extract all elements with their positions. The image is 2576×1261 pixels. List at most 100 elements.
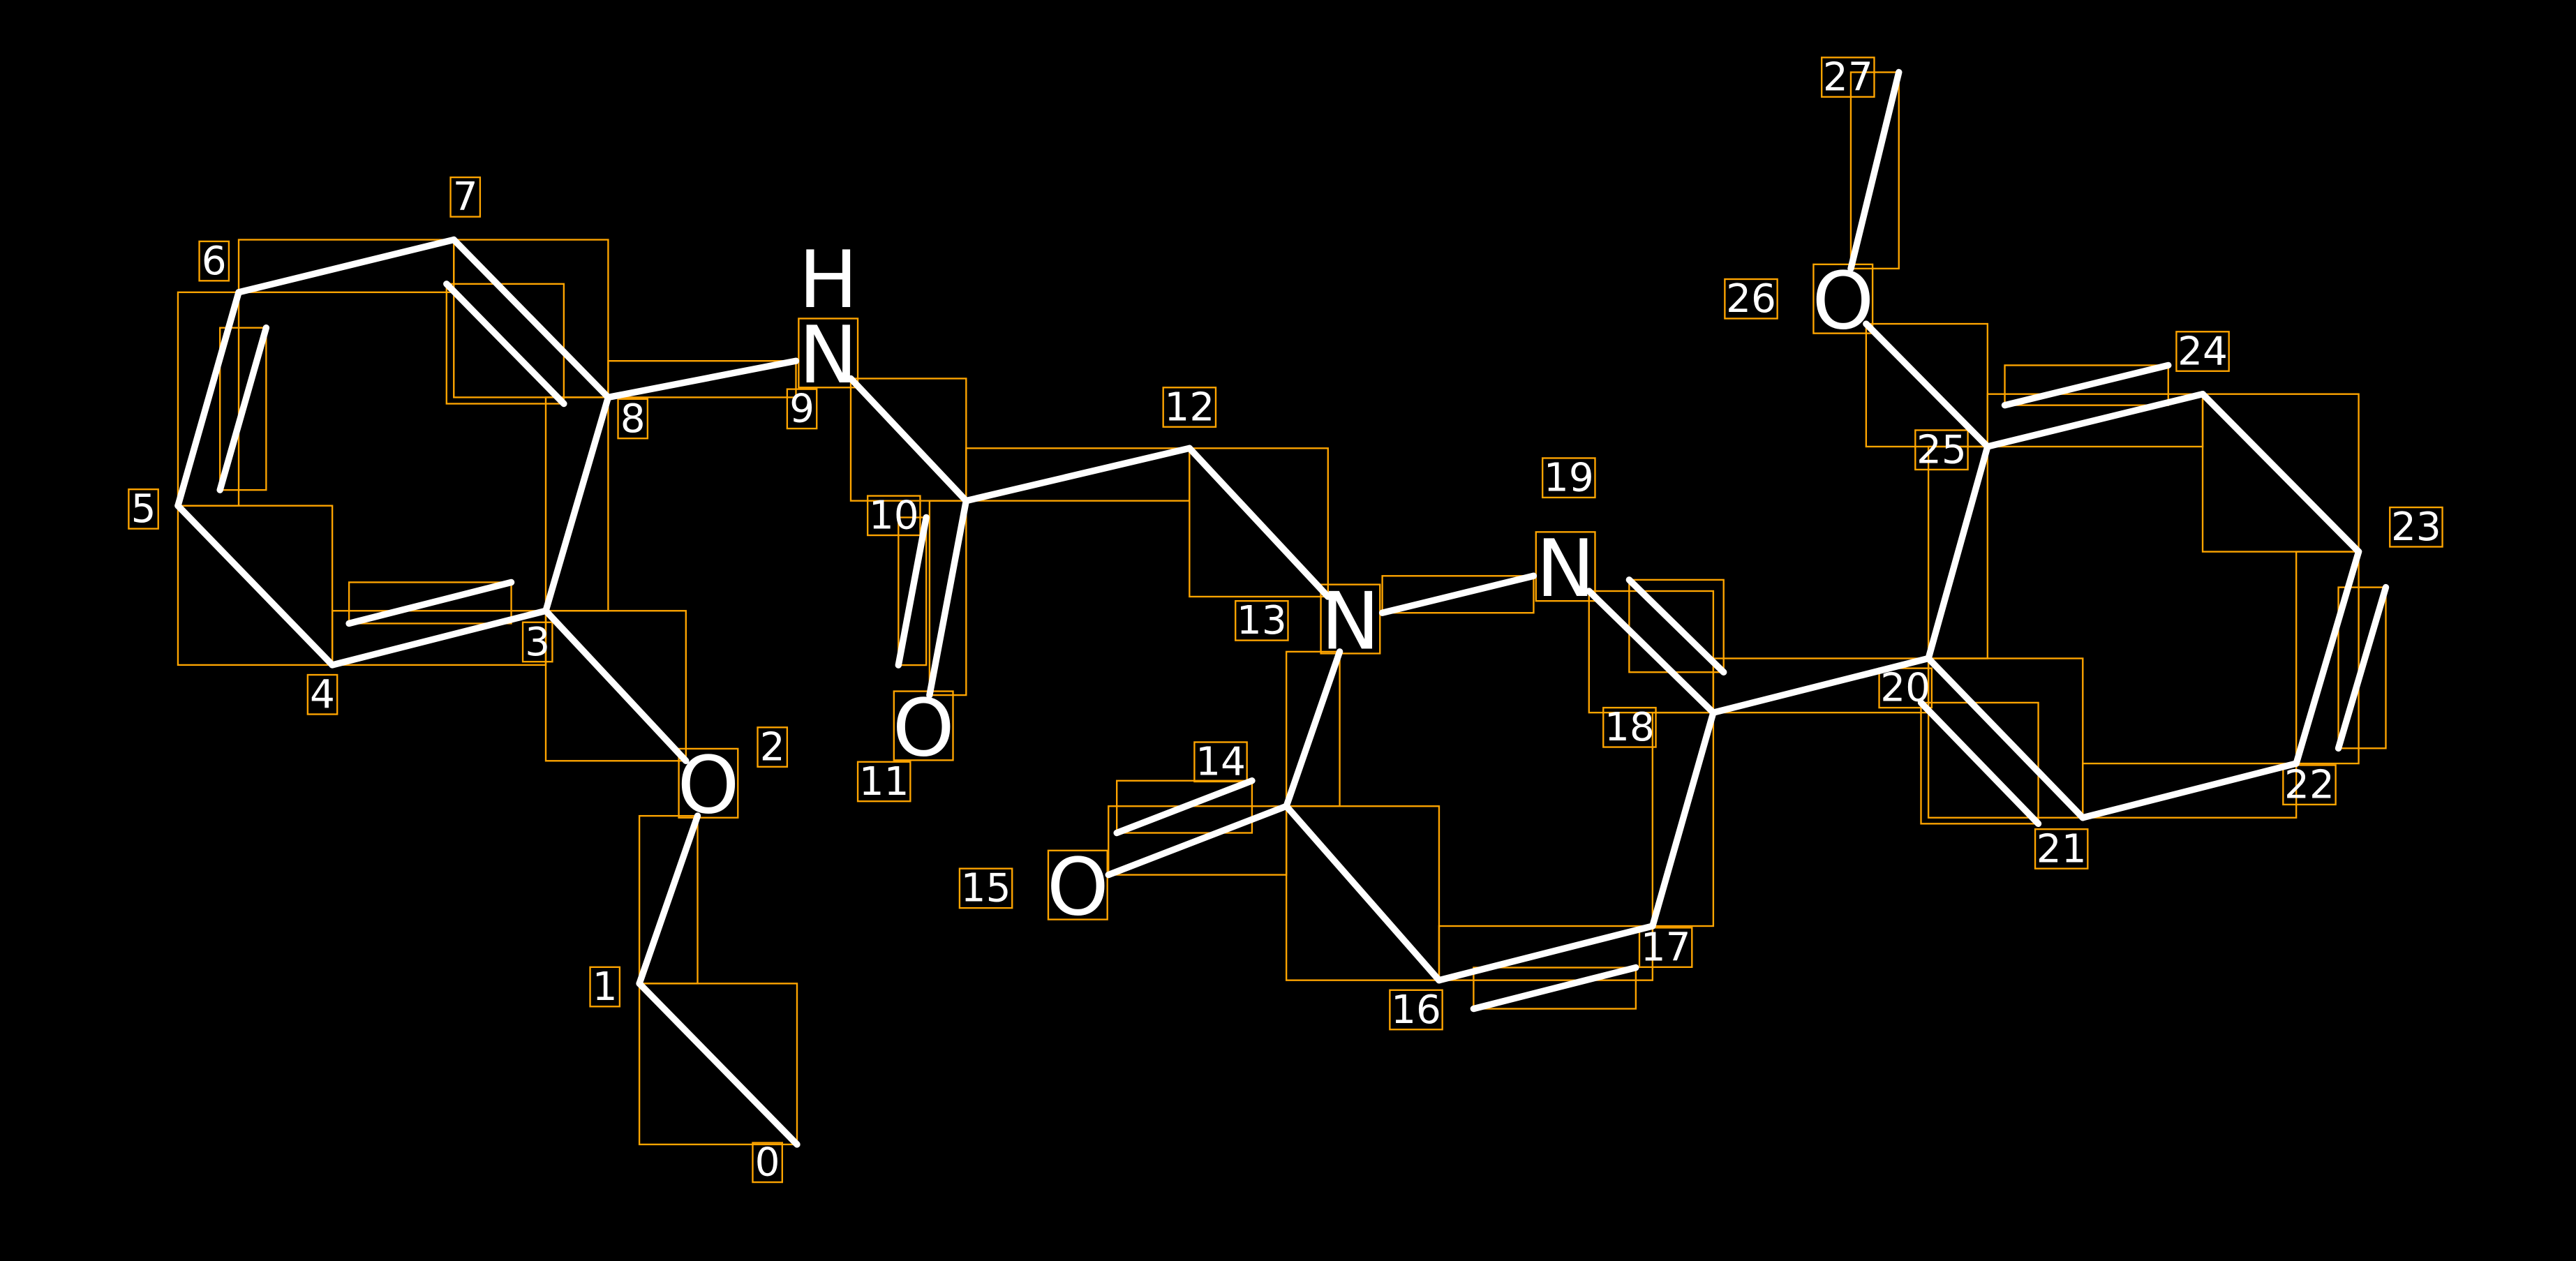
index-label-box xyxy=(757,726,789,768)
atom-index-label: 18 xyxy=(1605,705,1655,750)
single-bond xyxy=(2199,390,2362,555)
bond-box xyxy=(1189,447,1329,598)
double-bond-inner-line xyxy=(895,514,930,669)
single-bond xyxy=(847,375,970,505)
atom-box xyxy=(678,747,739,819)
atom-index-label: 6 xyxy=(202,239,227,284)
index-label-box xyxy=(1878,667,1933,709)
bond-box xyxy=(2201,393,2360,553)
bond-box xyxy=(445,283,565,405)
index-label-box xyxy=(449,176,482,218)
atom-index-label: 2 xyxy=(760,724,785,770)
atom-index-label: 24 xyxy=(2177,329,2228,374)
atom-index-label: 13 xyxy=(1237,598,1287,643)
atom-symbol-n: N xyxy=(1536,523,1595,615)
index-label-box xyxy=(617,398,649,440)
atom-symbol-o: O xyxy=(677,740,739,832)
single-bond xyxy=(2079,760,2300,821)
single-bond xyxy=(542,394,612,614)
atom-index-label: 14 xyxy=(1196,740,1246,785)
single-bond xyxy=(1283,648,1343,809)
bond-box xyxy=(219,327,267,491)
double-bond-inner-line xyxy=(443,281,567,408)
bond-box xyxy=(2004,364,2169,406)
bond-box xyxy=(1588,590,1715,714)
index-label-box xyxy=(1724,278,1778,320)
double-bond-inner-line xyxy=(1113,777,1256,837)
atom-index-label: 0 xyxy=(755,1140,780,1186)
index-label-box xyxy=(1389,989,1443,1031)
single-bond xyxy=(1649,709,1717,930)
atom-index-label: 3 xyxy=(525,620,550,665)
atom-symbol-o: O xyxy=(1812,255,1874,348)
index-label-box xyxy=(866,495,921,537)
bond-box xyxy=(607,360,797,398)
bond-box xyxy=(2337,586,2387,749)
bond-box xyxy=(1285,805,1440,981)
bond-box xyxy=(849,378,967,502)
index-label-box xyxy=(521,621,553,663)
bond-box xyxy=(1865,322,1988,448)
index-label-box xyxy=(306,673,338,715)
index-label-box xyxy=(1914,429,1969,471)
bond-box xyxy=(898,516,928,666)
atom-index-label: 1 xyxy=(593,964,618,1010)
double-bond-inner-line xyxy=(1625,576,1727,676)
atom-index-label: 15 xyxy=(961,866,1011,911)
single-bond xyxy=(636,980,801,1148)
index-label-box xyxy=(752,1142,783,1184)
bond-box xyxy=(348,581,512,625)
index-label-box xyxy=(1162,387,1217,428)
index-label-box xyxy=(1602,706,1657,748)
index-label-box xyxy=(1542,457,1596,499)
double-bond xyxy=(1105,803,1290,879)
double-bond xyxy=(1586,588,1717,716)
index-label-box xyxy=(2282,764,2337,806)
double-bond-inner-line xyxy=(1917,699,2042,828)
atom-symbol-o: O xyxy=(1047,842,1109,934)
atom-symbol-n: N xyxy=(798,309,857,401)
atom-box xyxy=(1047,849,1108,920)
index-label-box xyxy=(198,240,230,282)
double-bond xyxy=(450,236,612,401)
atom-index-label: 19 xyxy=(1544,456,1594,501)
bond-box xyxy=(1381,575,1535,614)
atom-hydrogen: H xyxy=(798,234,858,326)
single-bond xyxy=(1847,68,1903,272)
atom-box xyxy=(798,318,859,389)
single-bond xyxy=(962,445,1193,505)
single-bond xyxy=(1378,572,1538,616)
single-bond xyxy=(235,236,457,296)
single-bond xyxy=(1710,655,1932,716)
atom-index-label: 7 xyxy=(453,174,478,220)
double-bond xyxy=(329,607,549,669)
bond-box xyxy=(177,505,334,666)
index-label-box xyxy=(1235,599,1289,641)
single-bond xyxy=(636,812,701,987)
index-label-box xyxy=(2389,506,2443,548)
atom-index-label: 21 xyxy=(2037,826,2087,872)
index-label-box xyxy=(589,966,621,1008)
double-bond xyxy=(1436,923,1656,984)
single-bond xyxy=(1925,443,1991,662)
bond-box xyxy=(928,500,967,696)
double-bond-inner-line xyxy=(2001,361,2172,409)
double-bond-inner-line xyxy=(1470,964,1639,1013)
bond-box xyxy=(1116,779,1253,834)
bond-box xyxy=(1473,967,1637,1010)
index-label-box xyxy=(1193,741,1248,783)
atom-index-label: 12 xyxy=(1164,385,1214,430)
index-label-box xyxy=(856,761,911,803)
atom-index-label: 8 xyxy=(620,396,646,442)
double-bond-inner-line xyxy=(2335,583,2390,752)
atom-index-label: 20 xyxy=(1880,666,1930,711)
atom-index-label: 27 xyxy=(1823,54,1873,100)
double-bond xyxy=(1984,390,2206,450)
atom-index-label: 25 xyxy=(1916,428,1967,473)
bond-box xyxy=(1438,925,1654,981)
bonds xyxy=(174,68,2390,1148)
double-bond xyxy=(926,497,970,699)
atom-index-label: 10 xyxy=(869,493,919,539)
atom-box xyxy=(1535,531,1596,602)
